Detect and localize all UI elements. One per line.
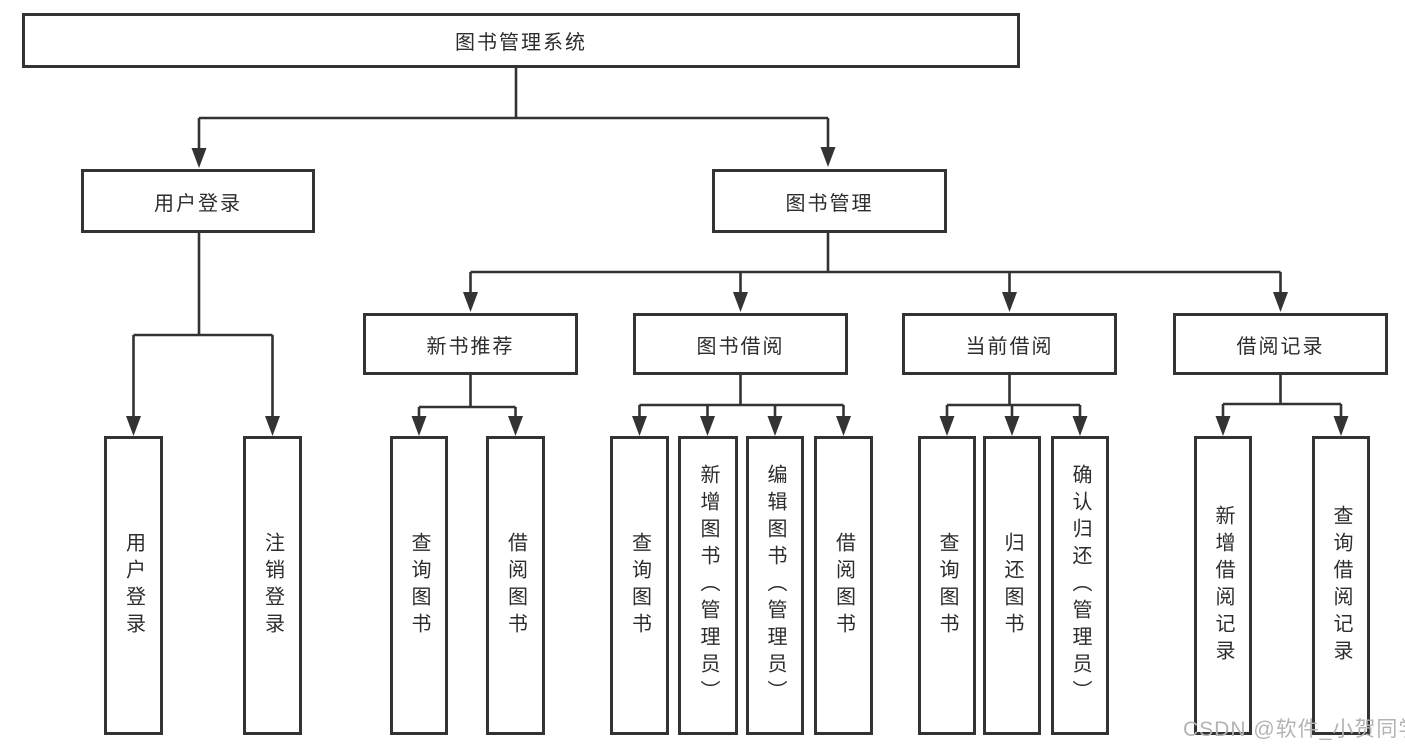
leaf-edit-books-admin-label: 编辑图书（管理员）	[764, 464, 786, 707]
leaf-borrow-query-books-label: 查询图书	[628, 531, 651, 640]
leaf-confirm-return-admin-label: 确认归还（管理员）	[1069, 464, 1091, 707]
leaf-user-login-label: 用户登录	[122, 531, 145, 640]
leaf-return-books: 归还图书	[983, 436, 1041, 735]
node-book-borrow-label: 图书借阅	[696, 335, 785, 358]
node-borrow-records: 借阅记录	[1173, 313, 1388, 375]
connector-borrow-records-children	[1221, 375, 1343, 417]
node-new-book-recommend: 新书推荐	[363, 313, 578, 375]
leaf-add-books-admin-label: 新增图书（管理员）	[697, 464, 719, 707]
node-user-login-label: 用户登录	[154, 192, 242, 215]
leaf-add-borrow-record: 新增借阅记录	[1194, 436, 1252, 735]
node-book-management-label: 图书管理	[785, 192, 874, 215]
connector-book-borrow-children	[638, 375, 845, 417]
node-borrow-records-label: 借阅记录	[1236, 335, 1325, 358]
connector-current-borrow-children	[945, 375, 1082, 417]
leaf-confirm-return-admin: 确认归还（管理员）	[1051, 436, 1109, 735]
node-new-book-recommend-label: 新书推荐	[426, 335, 515, 358]
leaf-edit-books-admin: 编辑图书（管理员）	[746, 436, 804, 735]
connector-new-book-children	[417, 375, 517, 417]
leaf-logout: 注销登录	[243, 436, 302, 735]
leaf-borrow-query-books: 查询图书	[610, 436, 669, 735]
leaf-add-books-admin: 新增图书（管理员）	[678, 436, 738, 735]
node-current-borrow-label: 当前借阅	[965, 335, 1054, 358]
leaf-add-borrow-record-label: 新增借阅记录	[1212, 504, 1234, 667]
leaf-recommend-borrow-books-label: 借阅图书	[504, 531, 527, 640]
leaf-recommend-query-books-label: 查询图书	[408, 531, 430, 640]
node-book-management: 图书管理	[712, 169, 947, 233]
node-book-borrow: 图书借阅	[633, 313, 848, 375]
leaf-logout-label: 注销登录	[261, 531, 284, 640]
connector-user-login-children	[132, 233, 274, 417]
connector-book-management-children	[469, 233, 1282, 293]
leaf-current-query-books-label: 查询图书	[936, 531, 958, 640]
leaf-borrow-books: 借阅图书	[814, 436, 873, 735]
leaf-recommend-borrow-books: 借阅图书	[486, 436, 545, 735]
leaf-return-books-label: 归还图书	[1001, 531, 1023, 640]
node-current-borrow: 当前借阅	[902, 313, 1117, 375]
leaf-recommend-query-books: 查询图书	[390, 436, 448, 735]
node-root-library-management-system: 图书管理系统	[22, 13, 1020, 68]
node-root-label: 图书管理系统	[455, 32, 587, 54]
leaf-query-borrow-record: 查询借阅记录	[1312, 436, 1370, 735]
leaf-query-borrow-record-label: 查询借阅记录	[1330, 504, 1352, 667]
node-user-login: 用户登录	[81, 169, 315, 233]
leaf-user-login: 用户登录	[104, 436, 163, 735]
leaf-current-query-books: 查询图书	[918, 436, 976, 735]
leaf-borrow-books-label: 借阅图书	[832, 531, 855, 640]
connector-root-to-level2	[197, 68, 830, 149]
csdn-watermark: CSDN @软件_小贺同学	[1183, 718, 1405, 741]
